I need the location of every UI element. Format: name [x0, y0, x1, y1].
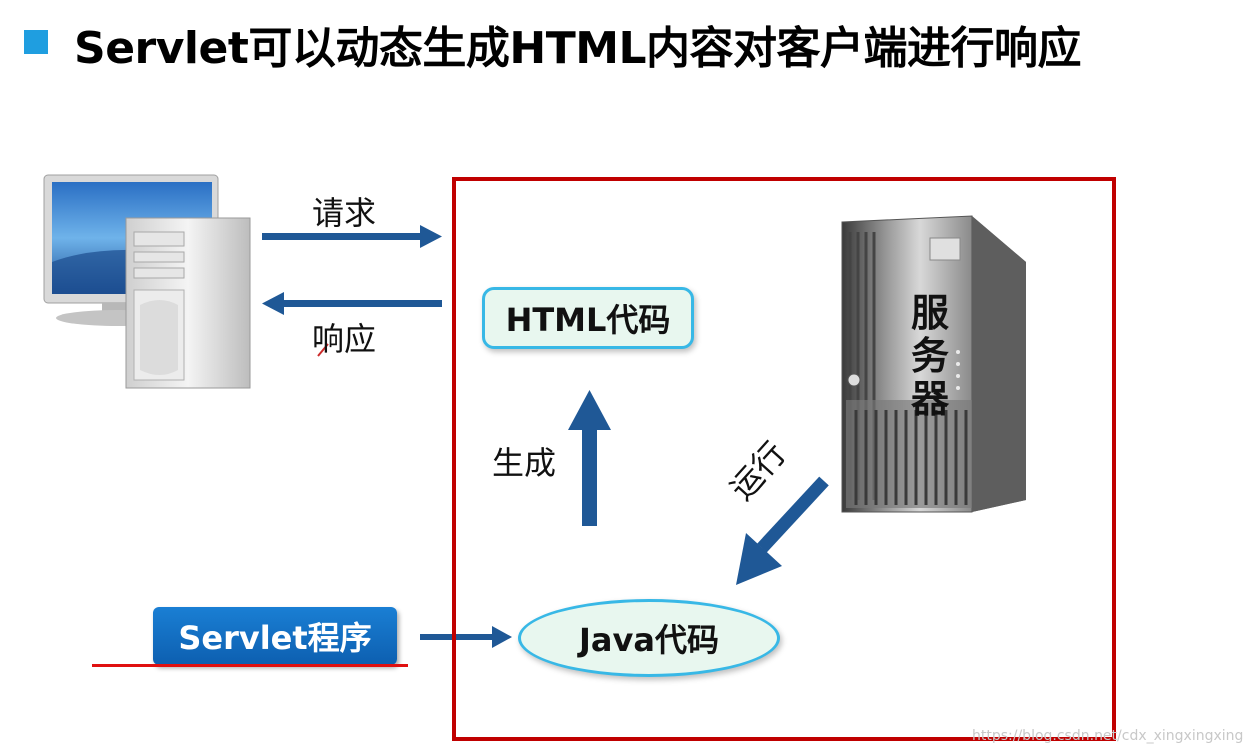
response-arrow — [262, 292, 442, 315]
title-bullet — [24, 30, 48, 54]
client-computer-icon — [43, 174, 251, 389]
page-title: Servlet可以动态生成HTML内容对客户端进行响应 — [74, 23, 1082, 74]
generate-label: 生成 — [492, 444, 557, 482]
servlet-to-java-arrow — [420, 626, 512, 648]
java-code-box: Java代码 — [518, 599, 780, 677]
request-label: 请求 — [312, 194, 377, 232]
html-code-box: HTML代码 — [482, 287, 694, 349]
servlet-program-box: Servlet程序 — [153, 607, 397, 665]
server-label: 服务器 — [910, 291, 949, 421]
run-arrow — [736, 476, 829, 585]
request-arrow — [262, 225, 442, 248]
server-boundary-frame — [452, 177, 1116, 741]
watermark: https://blog.csdn.net/cdx_xingxingxing — [972, 728, 1244, 744]
red-underline — [92, 664, 408, 667]
response-label: 响应 — [312, 320, 377, 358]
generate-arrow — [568, 390, 611, 526]
server-icon — [841, 215, 1026, 513]
pen-mark-icon — [317, 343, 329, 357]
